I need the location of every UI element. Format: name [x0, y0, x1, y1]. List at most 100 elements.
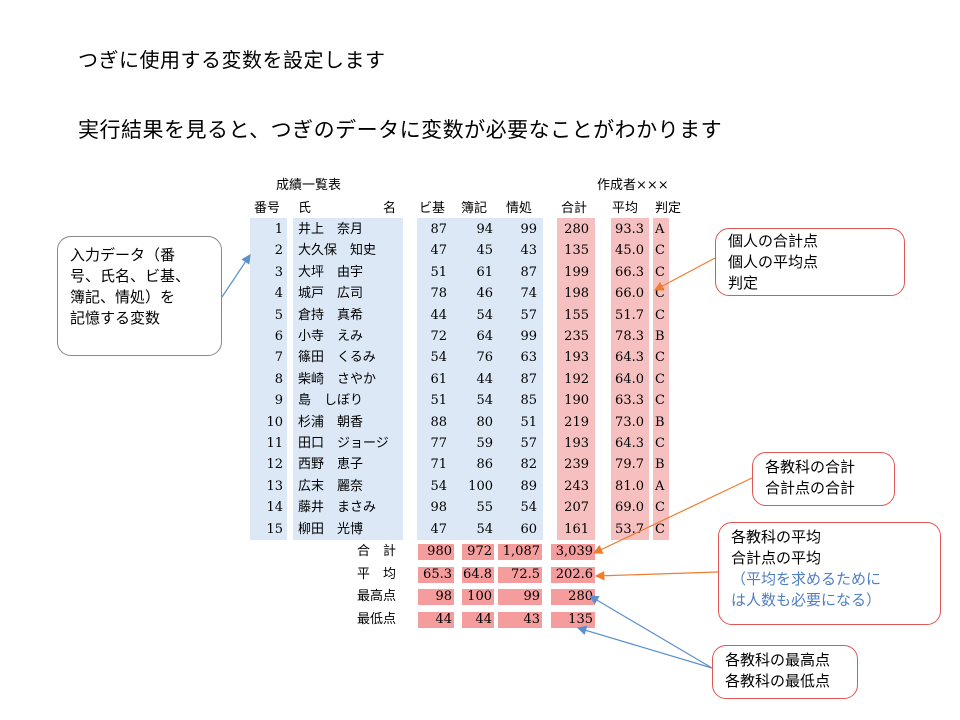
summary-cell-js: 72.5 — [511, 566, 540, 582]
cell-js: 74 — [520, 286, 537, 302]
header-bk: ビ基 — [419, 201, 446, 216]
callout-max-min: 各教科の最高点 各教科の最低点 — [712, 645, 858, 699]
arrow-subject-total — [592, 477, 753, 554]
computed-bg-grade — [653, 218, 669, 540]
summary-highlight — [462, 589, 494, 605]
input-bg-scores — [417, 218, 543, 540]
summary-cell-bk: 980 — [427, 544, 452, 559]
heading-line-1: つぎに使用する変数を設定します — [78, 48, 386, 72]
cell-avg: 64.3 — [615, 436, 644, 451]
cell-grade: C — [655, 350, 665, 366]
cell-no: 12 — [266, 457, 283, 473]
header-given-name: 名 — [383, 201, 397, 216]
summary-label: 最高点 — [357, 589, 397, 604]
cell-avg: 81.0 — [615, 478, 644, 494]
cell-js: 54 — [520, 500, 537, 516]
table-author: 作成者××× — [597, 178, 669, 193]
cell-bk: 51 — [430, 264, 447, 280]
cell-total: 239 — [564, 457, 589, 473]
cell-bo: 80 — [476, 414, 493, 430]
computed-bg-total — [557, 218, 595, 540]
cell-bo: 44 — [476, 371, 493, 387]
cell-avg: 66.3 — [615, 264, 644, 280]
summary-cell-bk: 98 — [435, 589, 452, 604]
header-js: 情処 — [506, 201, 533, 216]
callout-max-min-line: 各教科の最低点 — [725, 672, 831, 690]
cell-js: 60 — [520, 521, 537, 537]
table-title: 成績一覧表 — [276, 178, 342, 193]
cell-name: 島 しぼり — [298, 393, 364, 409]
callout-personal: 個人の合計点 個人の平均点 判定 — [715, 228, 905, 296]
cell-js: 82 — [520, 457, 537, 473]
summary-highlight — [418, 544, 454, 560]
cell-no: 15 — [266, 521, 283, 537]
cell-bo: 59 — [476, 436, 493, 451]
cell-total: 207 — [564, 500, 589, 516]
summary-highlight — [418, 589, 454, 605]
header-avg: 平均 — [612, 201, 639, 216]
summary-highlight — [462, 566, 494, 583]
arrow-max — [588, 595, 713, 669]
summary-highlight — [418, 611, 454, 628]
cell-bo: 54 — [476, 521, 493, 537]
arrow-input — [221, 254, 251, 298]
cell-avg: 51.7 — [615, 307, 644, 323]
cell-grade: C — [655, 393, 665, 409]
cell-bk: 77 — [430, 436, 447, 451]
callout-subject-total: 各教科の合計 合計点の合計 — [752, 452, 895, 506]
callout-subject-total-line: 各教科の合計 — [765, 458, 856, 476]
cell-no: 7 — [274, 350, 283, 366]
cell-bk: 78 — [430, 286, 447, 302]
summary-cell-js: 99 — [523, 589, 540, 604]
cell-bk: 54 — [430, 350, 447, 366]
cell-grade: B — [655, 457, 665, 473]
cell-js: 87 — [520, 371, 537, 387]
cell-bk: 44 — [430, 307, 447, 323]
summary-cell-bk: 65.3 — [423, 566, 452, 582]
cell-name: 柴崎 さやか — [298, 371, 377, 387]
cell-bk: 88 — [430, 414, 447, 430]
cell-no: 5 — [274, 307, 283, 323]
input-bg-name — [293, 218, 403, 540]
summary-cell-total: 202.6 — [555, 566, 593, 582]
cell-no: 14 — [266, 500, 283, 516]
cell-total: 193 — [564, 350, 589, 366]
cell-no: 13 — [266, 478, 283, 494]
summary-cell-js: 1,087 — [502, 544, 540, 559]
header-bo: 簿記 — [461, 201, 488, 216]
summary-cell-total: 3,039 — [555, 544, 593, 559]
summary-cell-total: 280 — [568, 589, 593, 604]
summary-cell-js: 43 — [523, 611, 540, 627]
cell-no: 3 — [274, 264, 283, 280]
summary-cell-bo: 972 — [467, 544, 492, 559]
cell-no: 4 — [274, 286, 283, 302]
cell-total: 219 — [564, 414, 589, 430]
cell-bk: 47 — [430, 243, 447, 259]
cell-bo: 100 — [468, 478, 493, 494]
summary-highlight — [551, 589, 595, 605]
cell-name: 倉持 真希 — [298, 307, 364, 323]
cell-js: 63 — [520, 350, 537, 366]
arrow-personal — [653, 257, 716, 291]
callout-input-variables: 入力データ（番 号、氏名、ビ基、 簿記、情処）を 記憶する変数 — [57, 236, 222, 356]
cell-js: 89 — [520, 478, 537, 494]
summary-highlight — [462, 611, 494, 628]
cell-bo: 86 — [476, 457, 493, 473]
summary-cell-bo: 100 — [467, 589, 492, 604]
cell-js: 87 — [520, 264, 537, 280]
callout-input-line: 入力データ（番 — [70, 246, 176, 264]
cell-avg: 66.0 — [615, 286, 644, 302]
callout-input-line: 記憶する変数 — [70, 309, 161, 327]
arrow-min — [576, 625, 713, 669]
cell-bk: 87 — [430, 222, 447, 237]
summary-highlight — [462, 544, 494, 560]
cell-avg: 78.3 — [615, 329, 644, 344]
callout-subject-total-line: 合計点の合計 — [765, 479, 856, 497]
cell-grade: C — [655, 286, 665, 302]
cell-avg: 73.0 — [615, 414, 644, 430]
cell-grade: C — [655, 521, 665, 537]
summary-highlight — [498, 611, 542, 628]
cell-name: 大坪 由宇 — [298, 264, 364, 280]
cell-name: 田口 ジョージ — [298, 436, 389, 451]
